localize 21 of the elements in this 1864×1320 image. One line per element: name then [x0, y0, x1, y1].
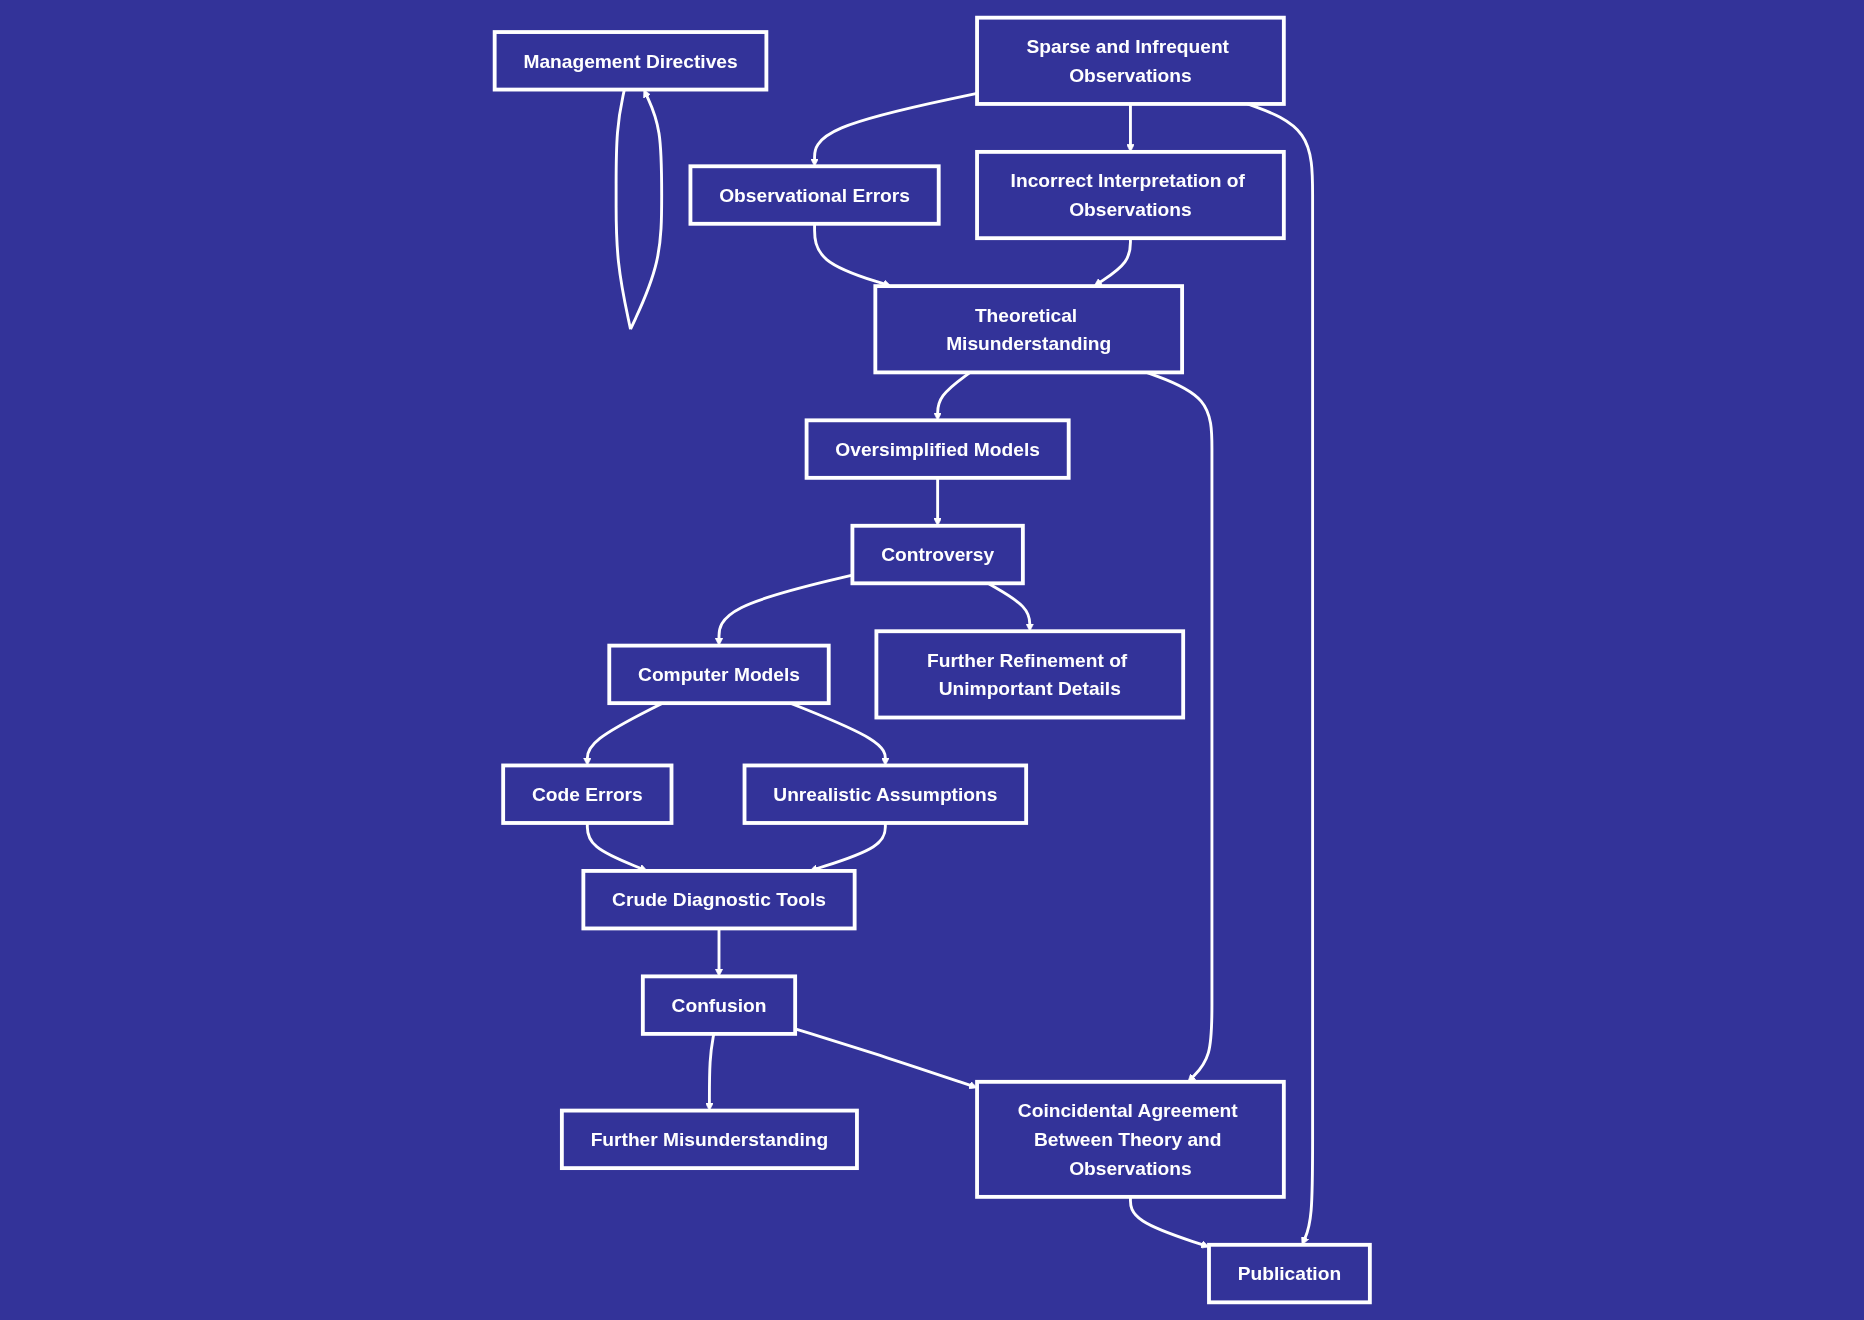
node-box: Further Refinement of Unimportant Details: [874, 629, 1185, 720]
arrow: [1128, 1196, 1210, 1249]
node-box: Crude Diagnostic Tools: [581, 869, 857, 931]
node-box: Coincidental Agreement Between Theory and Observations: [974, 1079, 1286, 1199]
arrow: [704, 1033, 715, 1111]
node-box: Controversy: [850, 523, 1025, 586]
node-box: Unrealistic Assumptions: [742, 763, 1028, 825]
node-box: Code Errors: [501, 763, 674, 825]
node-box: Incorrect Interpretation of Observations: [974, 149, 1286, 241]
node-box: Management Directives: [492, 30, 769, 92]
arrow: [1093, 238, 1132, 287]
node-box: Computer Models: [607, 643, 831, 706]
arrow: [614, 89, 663, 330]
node-box: Confusion: [640, 974, 797, 1036]
node-box: Observational Errors: [688, 164, 941, 226]
arrow: [714, 928, 723, 977]
node-box: Publication: [1206, 1242, 1372, 1305]
node-box: Sparse and Infrequent Observations: [974, 15, 1286, 106]
node-box: Theoretical Misunderstanding: [873, 284, 1184, 375]
node-box: Oversimplified Models: [804, 418, 1071, 480]
node-box: Further Misunderstanding: [559, 1108, 859, 1171]
